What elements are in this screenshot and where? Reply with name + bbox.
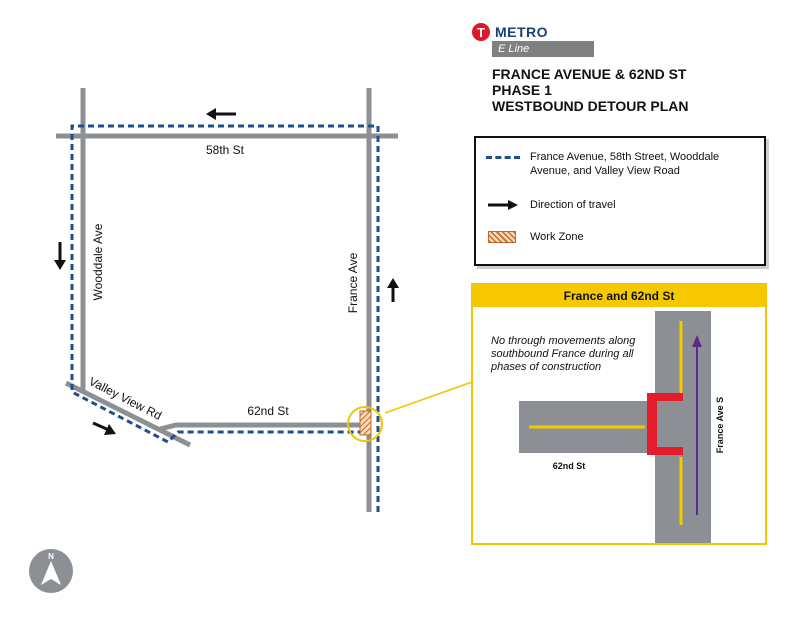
arrow-west-icon — [206, 108, 236, 120]
label-62nd-st: 62nd St — [247, 404, 289, 418]
legend-label: France Avenue, 58th Street, Wooddale Ave… — [530, 151, 720, 177]
inset-diagram: 62nd St France Ave S — [519, 311, 725, 543]
legend-item-work-zone: Work Zone — [486, 230, 758, 244]
arrow-southeast-icon — [92, 421, 116, 435]
page-title: FRANCE AVENUE & 62ND ST PHASE 1 WESTBOUN… — [492, 66, 772, 114]
inset-title: France and 62nd St — [473, 285, 765, 307]
legend-label: Direction of travel — [530, 199, 616, 211]
title-line-1: FRANCE AVENUE & 62ND ST — [492, 66, 687, 82]
inset-center-lines — [529, 321, 683, 525]
detour-route — [70, 124, 380, 512]
work-zone-hatch-icon — [486, 230, 520, 244]
north-label: N — [48, 552, 54, 561]
inset-travel-arrow-icon — [692, 335, 702, 515]
arrow-icon — [486, 198, 520, 212]
title-line-3: WESTBOUND DETOUR PLAN — [492, 98, 689, 114]
inset-note: No through movements along southbound Fr… — [491, 335, 636, 373]
label-wooddale-ave: Wooddale Ave — [91, 223, 105, 300]
brand-name: METRO — [495, 24, 549, 40]
roads — [56, 88, 398, 512]
dashed-line-icon — [486, 150, 520, 164]
metro-logo: T METRO — [472, 22, 772, 42]
inset-barriers — [647, 393, 683, 455]
direction-arrows — [54, 108, 399, 435]
legend-item-detour: France Avenue, 58th Street, Wooddale Ave… — [486, 150, 758, 178]
label-58th-st: 58th St — [206, 143, 245, 157]
inset-label-62nd-st: 62nd St — [553, 461, 586, 471]
label-france-ave: France Ave — [346, 252, 360, 313]
road-valley-view-rd — [64, 380, 192, 448]
inset-map: France and 62nd St 62nd St France Ave S … — [471, 283, 767, 545]
callout-leader — [384, 381, 473, 414]
inset-label-france-ave-s: France Ave S — [715, 397, 725, 453]
arrow-south-icon — [54, 242, 66, 270]
header: T METRO E Line FRANCE AVENUE & 62ND ST P… — [472, 22, 772, 114]
legend-label: Work Zone — [530, 231, 584, 243]
legend: France Avenue, 58th Street, Wooddale Ave… — [474, 136, 766, 266]
metro-t-icon: T — [472, 23, 490, 41]
road-62nd-st — [159, 422, 369, 432]
title-line-2: PHASE 1 — [492, 82, 552, 98]
arrow-north-icon — [387, 278, 399, 302]
north-arrow-icon: N — [29, 549, 73, 593]
work-zone-highlight — [347, 406, 383, 442]
legend-item-direction: Direction of travel — [486, 198, 758, 212]
work-zone — [359, 410, 372, 436]
inset-road-france — [655, 311, 711, 543]
line-name-bar: E Line — [492, 41, 594, 57]
